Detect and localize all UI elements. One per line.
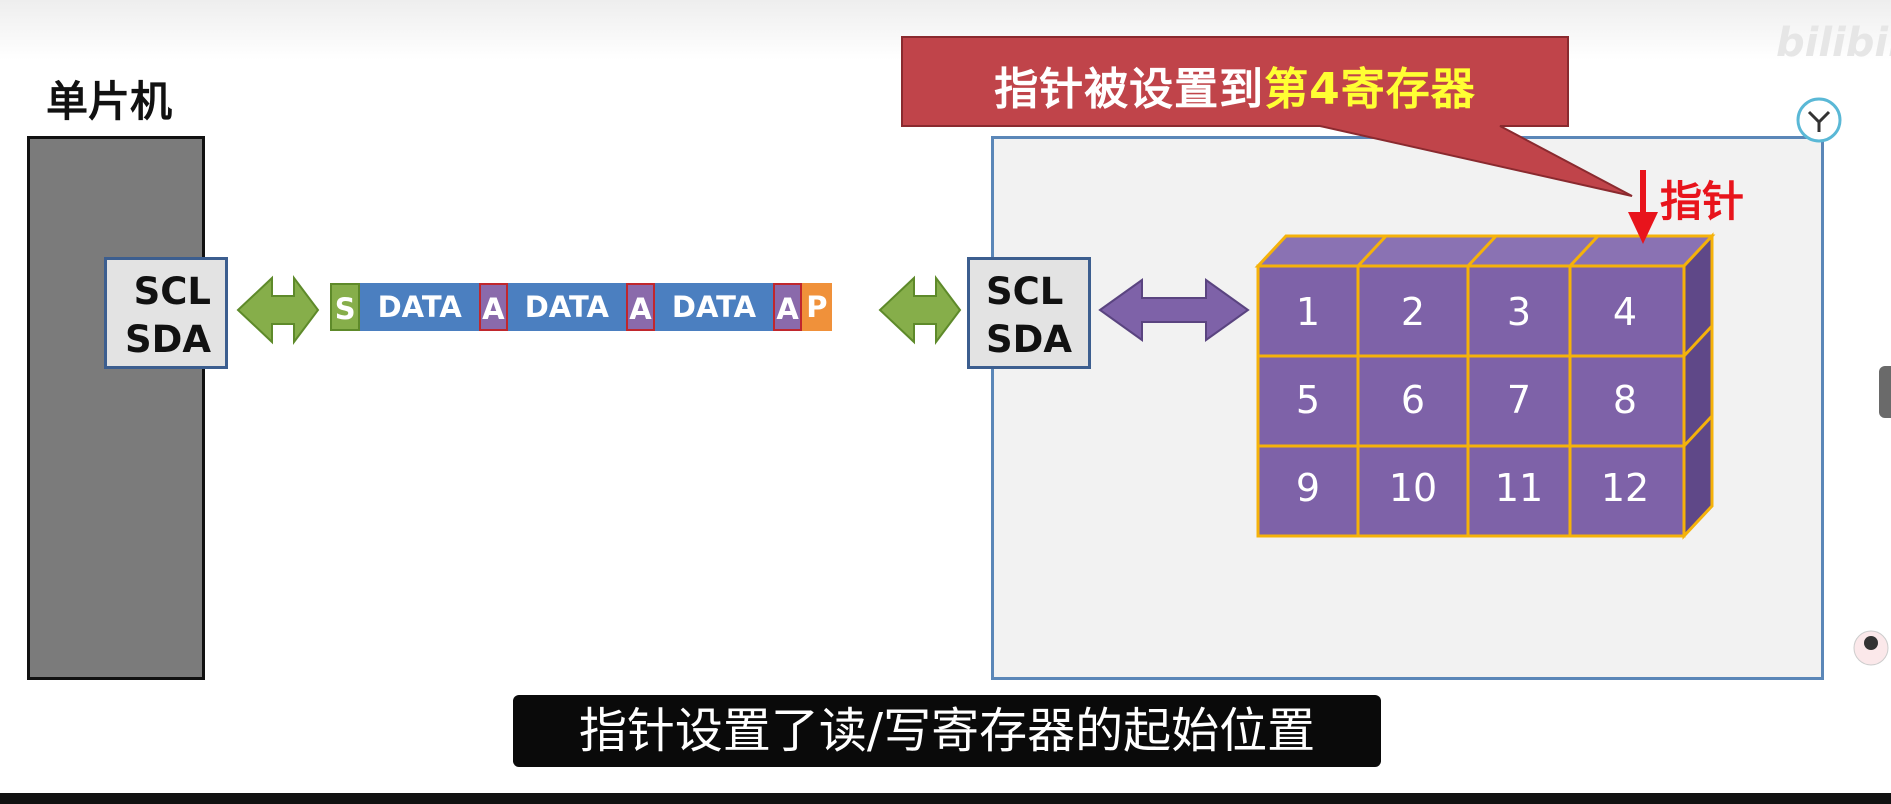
player-control-bar[interactable] bbox=[0, 793, 1891, 804]
callout-main-text: 指针被设置到 bbox=[994, 64, 1265, 115]
callout-text: 指针被设置到第4寄存器 bbox=[902, 53, 1568, 117]
pointer-arrow-icon bbox=[1628, 170, 1658, 244]
register-label: 9 bbox=[1295, 466, 1321, 510]
register-label: 1 bbox=[1295, 290, 1321, 334]
double-arrow-icon bbox=[878, 275, 962, 345]
share-icon bbox=[1796, 97, 1842, 143]
side-panel-handle[interactable] bbox=[1879, 366, 1891, 418]
register-label: 11 bbox=[1494, 466, 1544, 510]
mcu-body bbox=[27, 136, 205, 680]
frame-ack-3: A bbox=[773, 283, 802, 331]
mcu-title: 单片机 bbox=[46, 77, 173, 126]
mcu-sda-label: SDA bbox=[125, 318, 211, 361]
register-label: 5 bbox=[1295, 378, 1321, 422]
register-label: 2 bbox=[1400, 290, 1426, 334]
mcu-scl-label: SCL bbox=[133, 270, 211, 313]
register-block bbox=[1254, 232, 1716, 540]
mcu-pin-box: SCL SDA bbox=[104, 257, 228, 369]
video-subtitle: 指针设置了读/写寄存器的起始位置 bbox=[513, 695, 1381, 767]
frame-data-2: DATA bbox=[507, 283, 627, 331]
double-arrow-icon bbox=[1098, 278, 1250, 342]
frame-data-3: DATA bbox=[654, 283, 774, 331]
bilibili-watermark: bilibili bbox=[1776, 20, 1891, 66]
frame-ack-1: A bbox=[479, 283, 508, 331]
callout-bubble bbox=[901, 36, 1633, 197]
register-label: 12 bbox=[1600, 466, 1650, 510]
register-label: 3 bbox=[1506, 290, 1532, 334]
i2c-frame: S DATA A DATA A DATA A P bbox=[330, 283, 832, 331]
double-arrow-icon bbox=[236, 275, 320, 345]
pointer-label: 指针 bbox=[1660, 177, 1745, 226]
frame-ack-2: A bbox=[626, 283, 655, 331]
callout-highlight-text: 第4寄存器 bbox=[1264, 64, 1476, 115]
register-label: 10 bbox=[1388, 466, 1438, 510]
register-label: 8 bbox=[1612, 378, 1638, 422]
avatar bbox=[1853, 630, 1889, 666]
device-scl-label: SCL bbox=[986, 270, 1064, 313]
frame-stop-bit: P bbox=[801, 283, 832, 331]
device-pin-box: SCL SDA bbox=[967, 257, 1091, 369]
frame-start-bit: S bbox=[330, 283, 361, 331]
register-label: 4 bbox=[1612, 290, 1638, 334]
device-sda-label: SDA bbox=[986, 318, 1072, 361]
frame-data-1: DATA bbox=[360, 283, 480, 331]
register-label: 6 bbox=[1400, 378, 1426, 422]
register-label: 7 bbox=[1506, 378, 1532, 422]
